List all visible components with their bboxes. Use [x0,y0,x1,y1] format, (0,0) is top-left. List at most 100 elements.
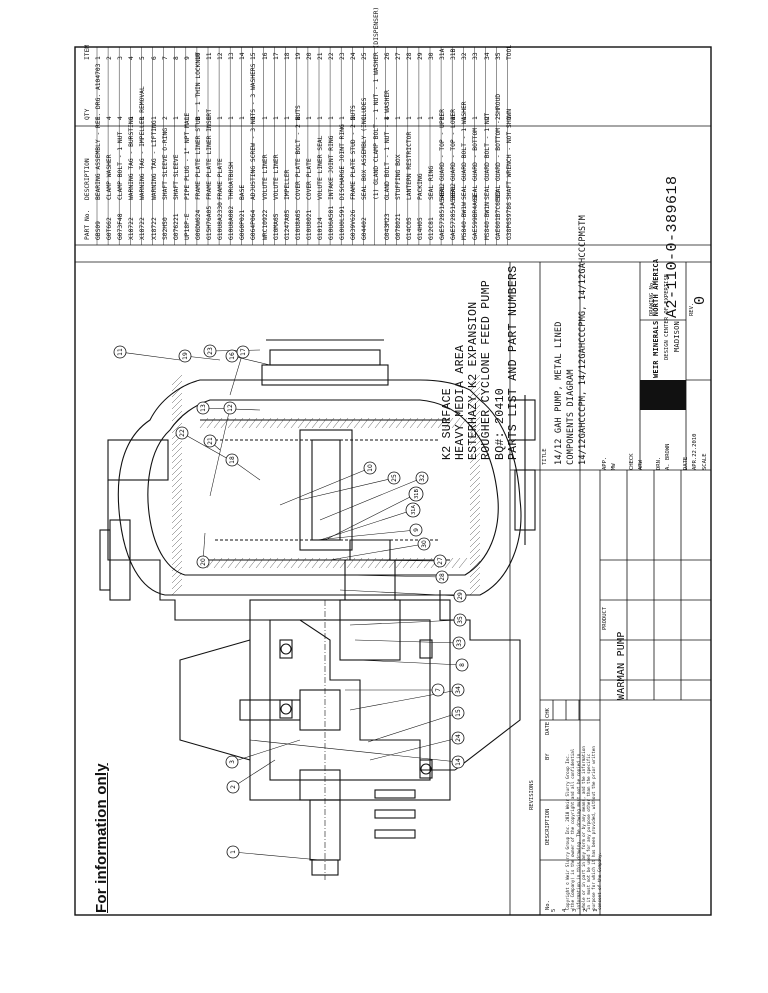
leader-line [349,619,461,626]
parts-list-item: 31A [439,48,447,60]
parts-list-description: WARNING TAG - LIFTING [150,120,158,200]
item-balloon [417,537,431,551]
copyright-notice: Copyright © Weir Slurry Group Inc. 2010 … [565,746,602,910]
leader-line [279,467,371,506]
item-balloon-label: 1 [230,850,237,854]
parts-list-part-no: G076221 [172,213,180,240]
leader-line [315,529,417,541]
parts-list-item: 31B [450,48,458,60]
leader-line [231,739,301,763]
parts-list-qty: 1 [261,116,269,120]
parts-list-part-no: GAE601B7C6E02 [494,190,502,240]
parts-list-qty: 1 [339,116,347,120]
leader-line [354,639,460,644]
project-line: ESTERHAZY K2 EXPANSION [467,301,481,460]
parts-list-part-no: G064P064 [250,209,258,240]
parts-list-description: COVER PLATE [305,158,313,200]
leader-line [349,559,441,562]
item-balloon-label: 23 [207,347,214,355]
item-balloon [387,471,401,485]
parts-list-qty: 1 [394,116,402,120]
parts-list-part-no: G38P659786 [505,202,513,240]
item-balloon [451,706,465,720]
item-balloon-label: 10 [367,464,374,472]
item-balloon-label: 25 [391,474,398,482]
parts-list-item: 33 [472,52,480,60]
parts-list-description: VOLUTE LINER [272,154,280,201]
parts-list-part-no: G073F48 [117,213,125,240]
drawing-no-label: DRAWING No. [649,279,655,316]
parts-list-qty: 1 [317,116,324,120]
item-balloon [225,453,239,467]
parts-list-item: 5 [139,56,147,60]
item-balloon [196,401,210,415]
parts-list-description: COVER PLATE BOLT - 2 NUTS [294,105,302,200]
parts-list-header-item: ITEM [84,44,91,60]
parts-list-item: 18 [283,52,291,60]
project-line: BQ#: 20410 [493,387,507,460]
company-name: WEIR MINERALS NORTH AMERICA [652,258,660,378]
revision-col-description: DESCRIPTION [545,808,551,845]
drawing-number: A2-110-0-389618 [664,175,681,318]
item-balloon-label: 35 [457,616,464,624]
parts-list-part-no: G14H05 [416,217,424,240]
parts-list-part-no: G1247A05 [283,209,291,240]
item-balloon-label: 28 [439,573,446,581]
item-balloon-label: 19 [182,352,189,360]
parts-list-part-no: GAE572851A58E02 [450,183,458,240]
parts-list-item: 12 [217,52,225,60]
parts-list-description: SEAL GUARD - BOTTOM - SHROUD [494,93,502,200]
parts-list-item: 19 [294,52,302,60]
item-balloon [451,755,465,769]
leader-line [319,477,423,521]
leader-line [229,351,244,396]
parts-list-part-no: G04402 [361,217,369,240]
item-balloon-label: 32 [419,474,426,482]
parts-list-description: SEAL BOX ASSEMBLY (INCLUDES [361,97,369,200]
revision-value: 0 [692,295,709,305]
leader-line [181,432,231,461]
item-balloon [226,780,240,794]
parts-list-grid [96,47,508,245]
parts-list-part-no: G10124 [317,217,324,240]
leader-line [232,851,321,861]
leader-line [299,477,395,501]
leader-line [249,739,459,763]
parts-list-item: 14 [239,52,247,60]
parts-list-description: BASE [239,184,247,200]
parts-list-item: 29 [416,52,424,60]
parts-list-description: CLAMP BOLT - 1 NUT [117,131,125,200]
parts-list-item: 28 [405,52,413,60]
item-balloon [451,683,465,697]
check-label: CHECK [629,453,635,470]
item-balloon [453,589,467,603]
parts-list-qty: 1 [305,116,313,120]
app-value: MW [611,463,617,470]
parts-list-part-no: G10U8A65 [294,209,302,240]
parts-list-description: SEAL GUARD - BOTTOM [472,127,480,200]
parts-list-qty: 1 [272,116,280,120]
parts-list-part-no: WRC10922 [261,209,269,240]
item-balloon [225,349,239,363]
parts-list-part-no: MS840-BW1W [461,202,469,240]
parts-list-description: SHAFT SLEEVE [172,154,180,201]
revision-col-date: DATE [545,721,551,735]
project-line: ROUGHER CYCLONE FEED PUMP [480,279,494,460]
item-balloon-label: 13 [200,404,207,412]
parts-list-part-no: G10U8A2330 [217,202,225,240]
parts-list-part-no: G10U8021 [305,209,313,240]
parts-list-qty: 1 [328,116,336,120]
item-balloon [405,502,421,518]
item-balloon-label: 22 [179,429,186,437]
item-balloon-label: 11 [117,348,124,356]
scale-label: SCALE [702,453,708,470]
drn-value: A. BROWN [665,443,671,471]
parts-list-item: 21 [317,52,324,60]
parts-list-qty: 1 [416,116,424,120]
parts-list-item: 27 [394,52,402,60]
parts-list-part-no: G15H76A05 [206,205,213,240]
item-balloon-label: 9 [413,528,420,532]
parts-list-part-no: MS840-BW1N [483,202,491,240]
parts-list-item: TOOL [505,44,513,60]
